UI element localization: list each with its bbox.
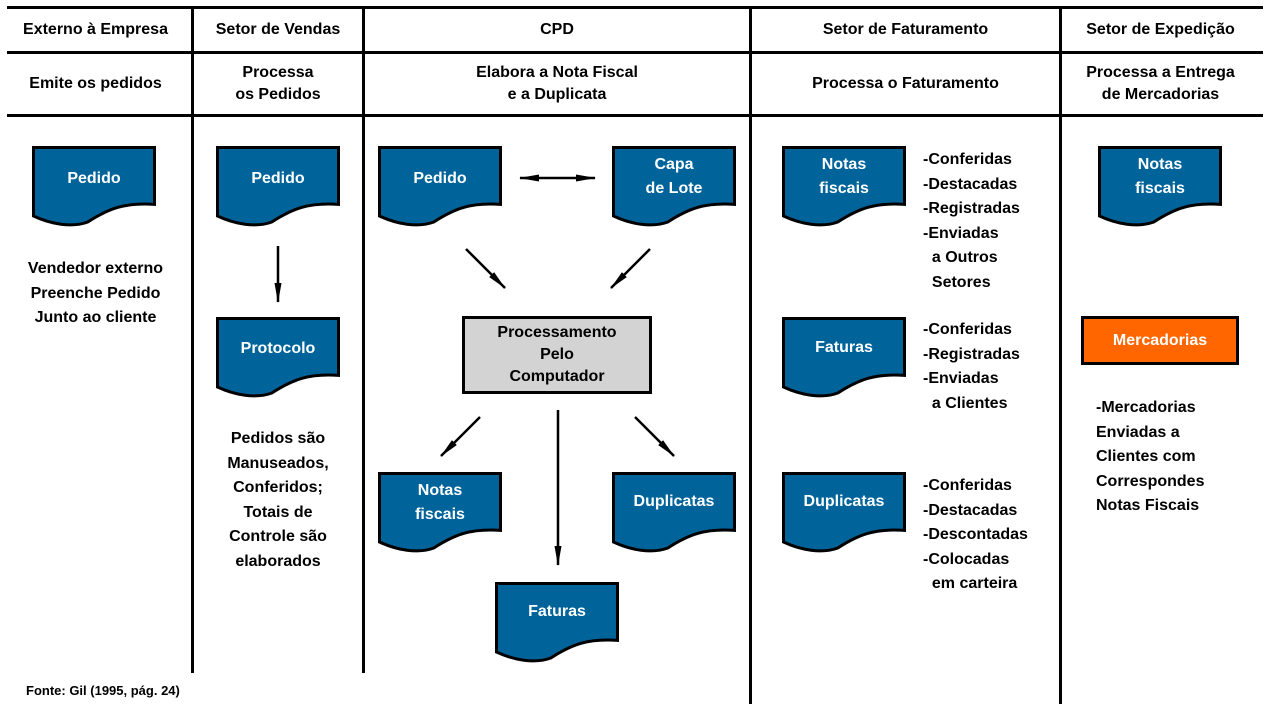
column-divider-4: [1059, 6, 1062, 704]
document-shape: [782, 472, 906, 553]
document-notas-fiscais-expedicao: Notas fiscais: [1098, 146, 1222, 227]
process-processamento-computador: Processamento Pelo Computador: [462, 316, 652, 394]
column-subtitle-externo: Emite os pedidos: [29, 75, 162, 92]
document-shape: [378, 146, 502, 227]
document-label: Notas fiscais: [819, 156, 869, 197]
column-divider-3: [749, 6, 752, 704]
document-pedido-cpd: Pedido: [378, 146, 502, 227]
document-pedido-externo: Pedido: [32, 146, 156, 227]
arrow-processamento-to-notas: [440, 416, 481, 457]
column-title-externo: Externo à Empresa: [23, 21, 168, 38]
top-border: [7, 6, 1263, 9]
faturas-actions: -Conferidas -Registradas -Enviadas a Cli…: [923, 321, 1020, 412]
arrow-pedido-to-processamento: [465, 248, 506, 289]
document-shape: [782, 146, 906, 227]
subheader-divider: [7, 114, 1263, 117]
document-label: Pedido: [251, 170, 305, 187]
document-label: Notas fiscais: [1135, 156, 1185, 197]
externo-note: Vendedor externo Preenche Pedido Junto a…: [27, 260, 164, 326]
column-divider-1: [191, 6, 194, 673]
document-capa-de-lote: Capa de Lote: [612, 146, 736, 227]
document-shape: [495, 582, 619, 663]
column-title-vendas: Setor de Vendas: [215, 21, 341, 38]
document-label: Protocolo: [240, 340, 316, 357]
document-duplicatas-cpd: Duplicatas: [612, 472, 736, 553]
duplicatas-actions: -Conferidas -Destacadas -Descontadas -Co…: [923, 477, 1028, 592]
arrow-processamento-to-duplicatas: [634, 416, 675, 457]
document-duplicatas-faturamento: Duplicatas: [782, 472, 906, 553]
document-shape: [378, 472, 502, 553]
document-shape: [782, 317, 906, 398]
mercadorias-box: Mercadorias: [1081, 316, 1239, 365]
document-shape: [216, 146, 340, 227]
column-title-faturamento: Setor de Faturamento: [822, 21, 989, 38]
document-label: Pedido: [413, 170, 467, 187]
source-caption: Fonte: Gil (1995, pág. 24): [26, 683, 180, 698]
document-faturas-cpd: Faturas: [495, 582, 619, 663]
document-label: Notas fiscais: [415, 482, 465, 523]
header-divider: [7, 51, 1263, 54]
document-pedido-vendas: Pedido: [216, 146, 340, 227]
document-shape: [1098, 146, 1222, 227]
document-shape: [612, 472, 736, 553]
document-label: Duplicatas: [803, 493, 885, 510]
document-label: Duplicatas: [633, 493, 715, 510]
document-notas-fiscais-faturamento: Notas fiscais: [782, 146, 906, 227]
document-protocolo: Protocolo: [216, 317, 340, 398]
column-subtitle-vendas: Processa os Pedidos: [235, 64, 321, 103]
column-title-cpd: CPD: [540, 21, 574, 38]
document-faturas-faturamento: Faturas: [782, 317, 906, 398]
document-label: Faturas: [815, 339, 873, 356]
column-subtitle-expedicao: Processa a Entrega de Mercadorias: [1086, 64, 1235, 103]
document-label: Pedido: [67, 170, 121, 187]
column-subtitle-cpd: Elabora a Nota Fiscal e a Duplicata: [476, 64, 638, 103]
column-subtitle-faturamento: Processa o Faturamento: [812, 75, 999, 92]
column-divider-2: [362, 6, 365, 673]
document-notas-fiscais-cpd: Notas fiscais: [378, 472, 502, 553]
column-title-expedicao: Setor de Expedição: [1086, 21, 1235, 38]
arrow-capa-to-processamento: [610, 248, 651, 289]
document-shape: [612, 146, 736, 227]
document-label: Capa de Lote: [645, 156, 703, 197]
document-shape: [32, 146, 156, 227]
document-shape: [216, 317, 340, 398]
vendas-note: Pedidos são Manuseados, Conferidos; Tota…: [227, 430, 329, 570]
expedicao-note: -Mercadorias Enviadas a Clientes com Cor…: [1096, 399, 1205, 514]
notas-fiscais-actions: -Conferidas -Destacadas -Registradas -En…: [923, 151, 1020, 291]
document-label: Faturas: [528, 603, 586, 620]
